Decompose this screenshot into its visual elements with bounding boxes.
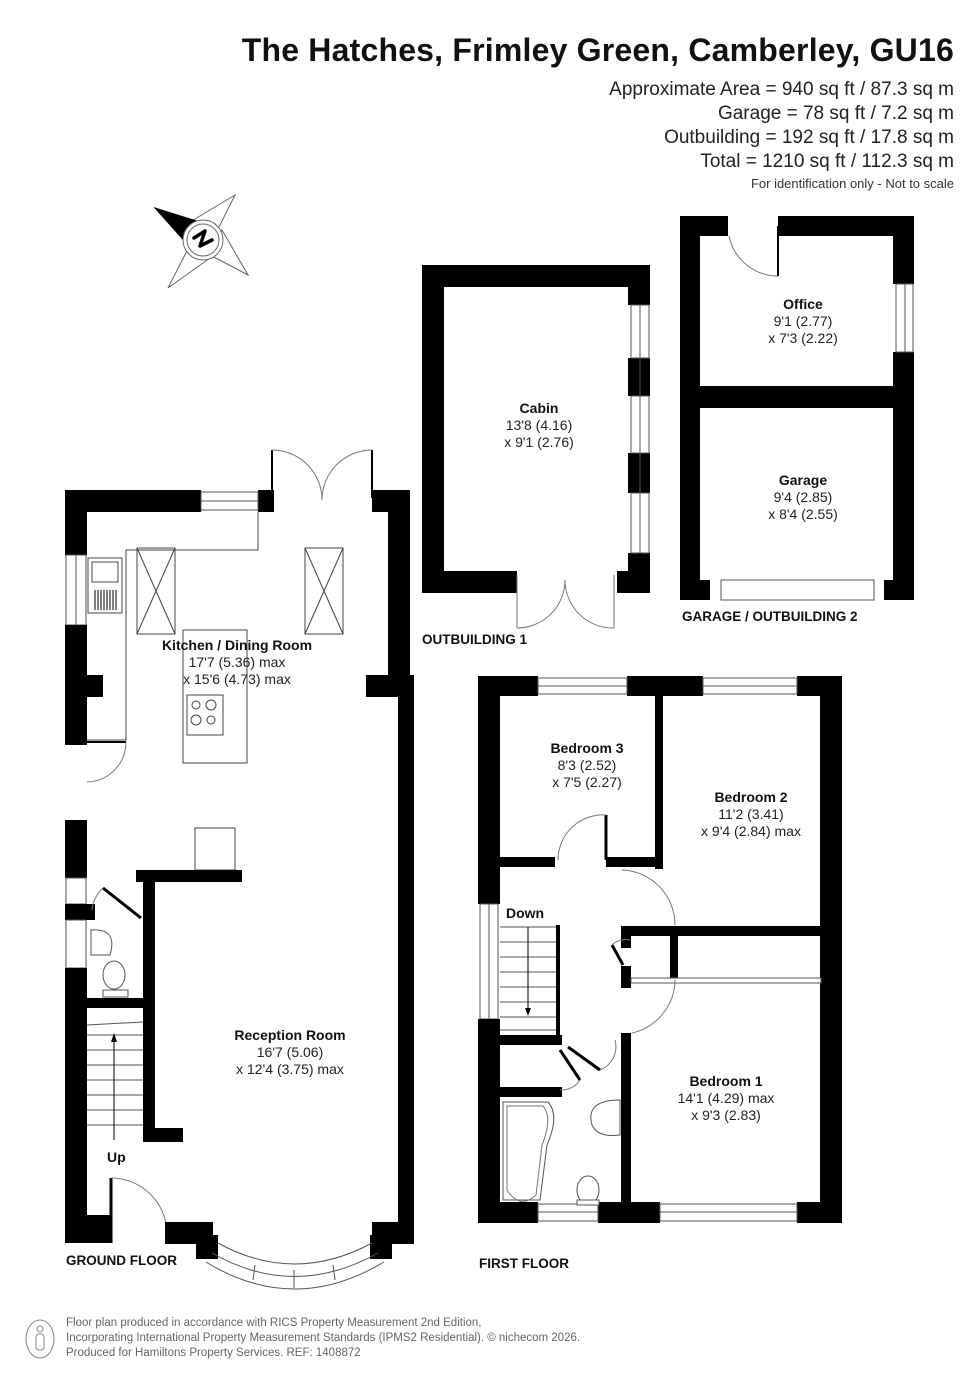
room-dimension: 16'7 (5.06) [256,1044,324,1060]
room-label-bedroom-1: Bedroom 1 14'1 (4.29) max x 9'3 (2.83) [678,1073,775,1124]
person-logo-icon [25,1319,55,1359]
stairs-up-label: Up [107,1149,126,1165]
room-dimension: 17'7 (5.36) max [188,654,286,670]
footer-notes: Floor plan produced in accordance with R… [66,1316,580,1361]
outbuilding-area: Outbuilding = 192 sq ft / 17.8 sq m [664,127,954,148]
room-dimension: 11'2 (3.41) [718,806,784,822]
ground-floor-plan [65,449,414,1290]
room-label-reception: Reception Room 16'7 (5.06) x 12'4 (3.75)… [234,1027,345,1078]
room-name: Bedroom 3 [550,740,624,756]
floor-label-first: FIRST FLOOR [479,1256,569,1271]
room-label-garage: Garage 9'4 (2.85) x 8'4 (2.55) [768,472,838,523]
room-dimension: 8'3 (2.52) [557,757,617,773]
floor-label-ground: GROUND FLOOR [66,1253,177,1268]
room-dimension: 13'8 (4.16) [505,417,573,433]
property-title: The Hatches, Frimley Green, Camberley, G… [241,32,954,68]
room-dimension: x 8'4 (2.55) [768,506,838,522]
room-name: Reception Room [234,1027,346,1043]
room-name: Kitchen / Dining Room [161,637,313,653]
scale-disclaimer: For identification only - Not to scale [750,176,954,191]
room-dimension: 9'4 (2.85) [773,489,833,505]
room-label-bedroom-2: Bedroom 2 11'2 (3.41) x 9'4 (2.84) max [701,789,801,840]
room-dimension: x 9'3 (2.83) [691,1107,761,1123]
room-name: Bedroom 2 [714,789,788,805]
room-dimension: x 15'6 (4.73) max [183,671,291,687]
room-name: Bedroom 1 [689,1073,763,1089]
room-dimension: x 9'1 (2.76) [504,434,574,450]
room-dimension: 14'1 (4.29) max [677,1090,775,1106]
footer-line-3: Produced for Hamiltons Property Services… [66,1347,361,1359]
room-name: Cabin [519,400,559,416]
cabin-outbuilding [422,265,650,629]
area-summary: Approximate Area = 940 sq ft / 87.3 sq m… [609,78,954,194]
stairs-down-label: Down [506,905,545,921]
room-dimension: 9'1 (2.77) [773,313,833,329]
approximate-area: Approximate Area = 940 sq ft / 87.3 sq m [609,79,954,100]
floor-label-garage-outbuilding-2: GARAGE / OUTBUILDING 2 [682,609,858,624]
room-name: Garage [778,472,828,488]
footer-line-2: Incorporating International Property Mea… [66,1332,581,1344]
floor-label-outbuilding-1: OUTBUILDING 1 [422,632,528,647]
garage-area: Garage = 78 sq ft / 7.2 sq m [717,103,954,124]
north-compass-icon [153,193,250,289]
garage-outbuilding [680,216,914,601]
first-floor-plan [478,676,842,1223]
room-dimension: x 12'4 (3.75) max [236,1061,344,1077]
total-area: Total = 1210 sq ft / 112.3 sq m [700,151,954,172]
room-label-office: Office 9'1 (2.77) x 7'3 (2.22) [768,296,838,347]
room-label-cabin: Cabin 13'8 (4.16) x 9'1 (2.76) [504,400,574,451]
room-label-bedroom-3: Bedroom 3 8'3 (2.52) x 7'5 (2.27) [550,740,623,791]
footer-line-1: Floor plan produced in accordance with R… [66,1317,482,1329]
room-label-kitchen-dining: Kitchen / Dining Room 17'7 (5.36) max x … [162,637,312,688]
room-name: Office [783,296,823,312]
room-dimension: x 9'4 (2.84) max [701,823,801,839]
room-dimension: x 7'5 (2.27) [552,774,622,790]
room-dimension: x 7'3 (2.22) [768,330,838,346]
